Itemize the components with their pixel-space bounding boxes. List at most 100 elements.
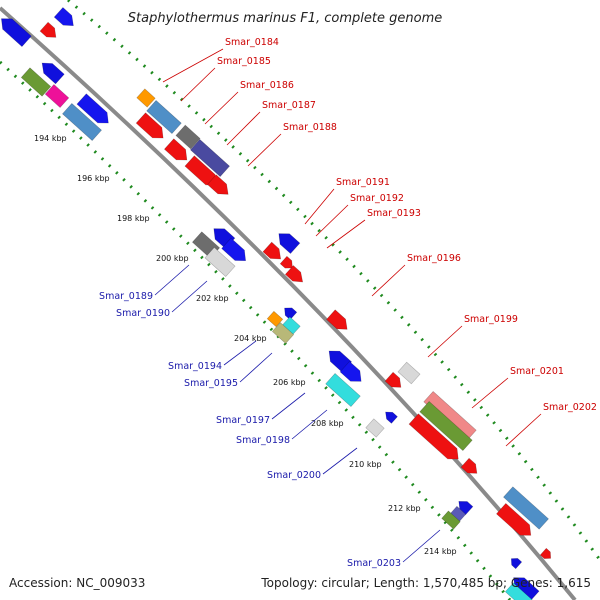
gene-label: Smar_0191 xyxy=(336,177,390,188)
gene-shape xyxy=(53,7,74,27)
gene-shape xyxy=(510,558,523,570)
gene-shape xyxy=(408,413,459,460)
gene-feature xyxy=(44,84,70,108)
gene-shape xyxy=(339,361,362,382)
gene-shape xyxy=(504,582,534,600)
gene-feature xyxy=(385,411,398,424)
gene-feature xyxy=(76,93,109,124)
tick-label: 204 kbp xyxy=(234,334,267,343)
gene-feature xyxy=(175,124,201,150)
gene-feature xyxy=(419,400,473,452)
gene-label: Smar_0197 xyxy=(216,415,270,426)
gene-shape xyxy=(262,241,282,260)
label-leader xyxy=(402,529,441,563)
gene-shape xyxy=(204,247,236,277)
gene-feature xyxy=(1,18,32,48)
tick-label: 212 kbp xyxy=(388,504,421,513)
gene-label: Smar_0189 xyxy=(99,291,153,302)
gene-shape xyxy=(163,138,188,161)
gene-shape xyxy=(539,547,552,559)
label-leader xyxy=(505,413,542,447)
gene-label: Smar_0194 xyxy=(168,361,222,372)
gene-shape xyxy=(266,310,284,328)
gene-feature xyxy=(408,413,459,460)
gene-shape xyxy=(496,502,532,536)
tick-label: 198 kbp xyxy=(117,214,150,223)
gene-feature xyxy=(539,547,552,559)
tick-label: 196 kbp xyxy=(77,174,110,183)
label-leader xyxy=(223,340,257,366)
gene-shape xyxy=(135,112,164,139)
tick-label: 214 kbp xyxy=(424,547,457,556)
gc-track-inner xyxy=(0,60,512,600)
label-leader xyxy=(371,264,406,297)
gene-feature xyxy=(279,255,293,269)
gene-label: Smar_0196 xyxy=(407,253,461,264)
gene-shape xyxy=(39,21,57,38)
gene-shape xyxy=(76,93,109,124)
gene-feature xyxy=(503,486,549,530)
gene-feature xyxy=(163,138,188,161)
gene-feature xyxy=(266,310,284,328)
gene-label: Smar_0199 xyxy=(464,314,518,325)
gene-shape xyxy=(384,371,402,388)
label-leader xyxy=(427,325,463,358)
label-leader xyxy=(154,264,190,296)
tick-label: 200 kbp xyxy=(156,254,189,263)
gene-label: Smar_0192 xyxy=(350,193,404,204)
gene-feature xyxy=(441,510,461,530)
gene-label: Smar_0195 xyxy=(184,378,238,389)
gene-feature xyxy=(204,247,236,277)
gene-shape xyxy=(419,400,473,452)
gc-track-outer xyxy=(67,0,600,561)
label-leader xyxy=(291,409,328,440)
gene-feature xyxy=(262,241,282,260)
label-leader xyxy=(180,67,216,102)
gene-label: Smar_0201 xyxy=(510,366,564,377)
tick-label: 202 kbp xyxy=(196,294,229,303)
genome-summary: Topology: circular; Length: 1,570,485 bp… xyxy=(261,576,591,590)
accession-label: Accession: NC_009033 xyxy=(9,576,146,590)
gene-shape xyxy=(279,255,293,269)
label-leader xyxy=(271,392,306,420)
gene-label: Smar_0185 xyxy=(217,56,271,67)
label-leader xyxy=(304,188,335,225)
gene-feature xyxy=(365,418,385,438)
gene-shape xyxy=(503,486,549,530)
gene-feature xyxy=(460,457,478,474)
label-leader xyxy=(471,377,509,409)
gene-shape xyxy=(397,361,421,385)
gene-feature xyxy=(221,237,246,262)
gene-feature xyxy=(20,67,52,97)
gene-feature xyxy=(504,582,534,600)
gene-label: Smar_0186 xyxy=(240,80,294,91)
label-leader xyxy=(326,219,366,249)
gene-shape xyxy=(20,67,52,97)
gene-feature xyxy=(146,99,182,135)
gene-feature xyxy=(136,88,156,108)
label-leader xyxy=(322,447,358,475)
label-leader xyxy=(171,280,208,313)
tick-label: 210 kbp xyxy=(349,460,382,469)
gene-shape xyxy=(326,309,348,330)
gene-shape xyxy=(136,88,156,108)
label-leader xyxy=(315,204,349,237)
gene-feature xyxy=(397,361,421,385)
gene-feature xyxy=(271,322,295,344)
label-leader xyxy=(162,48,224,83)
gene-feature xyxy=(339,361,362,382)
gene-shape xyxy=(385,411,398,424)
gene-label: Smar_0188 xyxy=(283,122,337,133)
gene-shape xyxy=(221,237,246,262)
gene-label: Smar_0193 xyxy=(367,208,421,219)
gene-label: Smar_0190 xyxy=(116,308,170,319)
gene-label: Smar_0202 xyxy=(543,402,597,413)
gene-feature xyxy=(39,21,57,38)
gene-feature xyxy=(190,138,230,178)
tick-label: 206 kbp xyxy=(273,378,306,387)
gene-feature xyxy=(135,112,164,139)
label-leader xyxy=(204,91,239,125)
gene-shape xyxy=(175,124,201,150)
gene-shape xyxy=(278,233,301,254)
